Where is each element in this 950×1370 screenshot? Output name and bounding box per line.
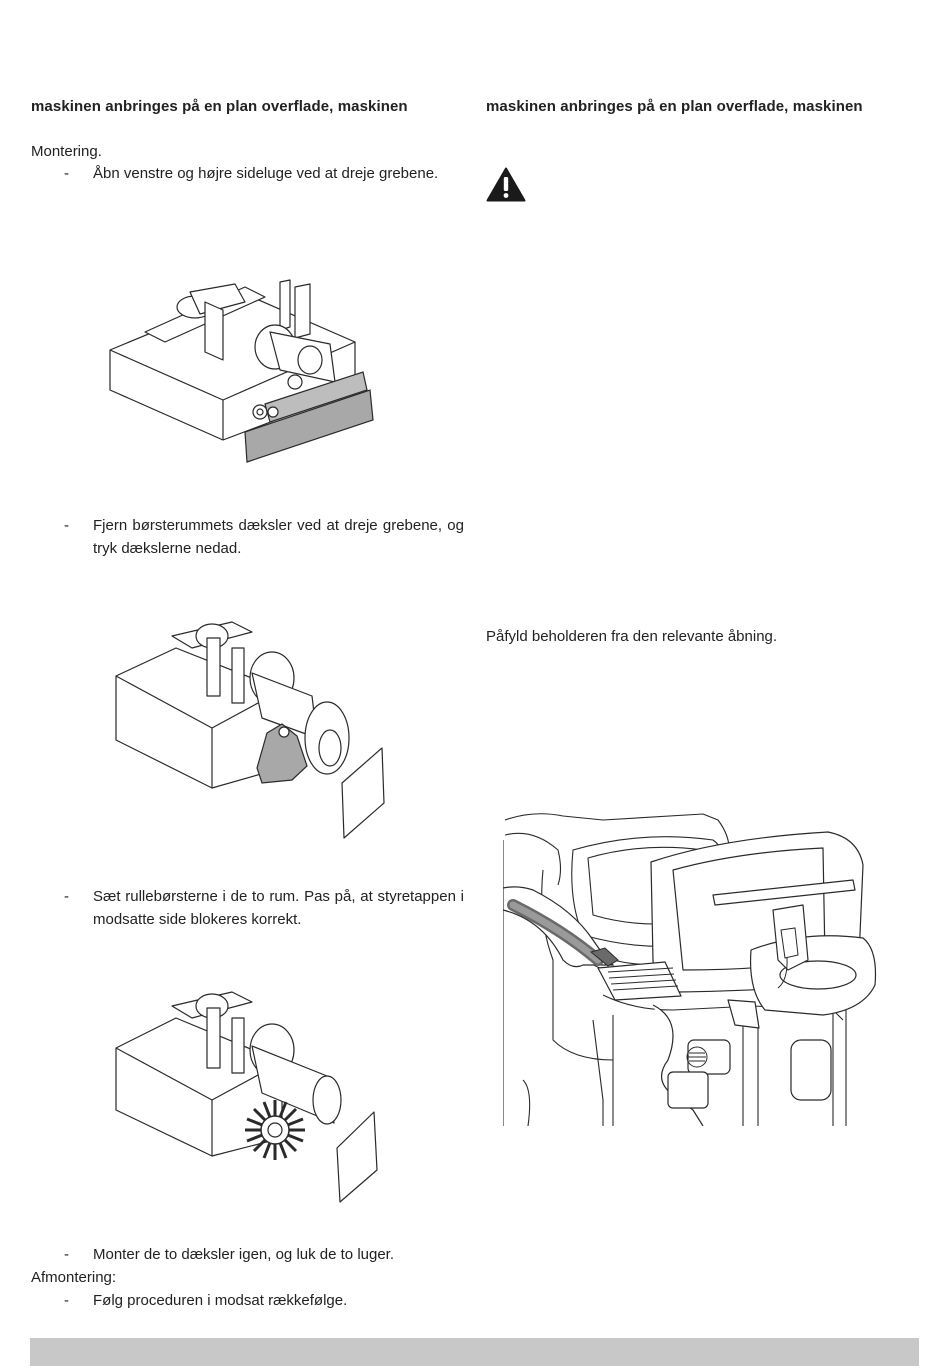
figure-fill-tank-opening <box>503 813 877 1126</box>
step-remove-brush-covers: - Fjern børsterummets dæksler ved at dre… <box>64 514 464 560</box>
step-reverse-procedure: - Følg proceduren i modsat rækkefølge. <box>64 1289 464 1312</box>
left-section-heading: maskinen anbringes på en plan overflade,… <box>31 98 408 115</box>
warning-triangle-icon <box>486 167 526 202</box>
bullet-dash: - <box>64 1246 69 1263</box>
step-text: Monter de to dæksler igen, og luk de to … <box>93 1246 395 1263</box>
bullet-dash: - <box>64 888 69 905</box>
afmontering-label: Afmontering: <box>31 1269 117 1286</box>
step-text: Følg proceduren i modsat rækkefølge. <box>93 1292 348 1309</box>
fill-tank-instruction: Påfyld beholderen fra den relevante åbni… <box>486 628 778 645</box>
montering-label: Montering. <box>31 143 102 160</box>
bullet-dash: - <box>64 517 69 534</box>
bullet-dash: - <box>64 165 69 182</box>
step-text: Åbn venstre og højre sideluge ved at dre… <box>93 165 439 182</box>
step-text: Sæt rullebørsterne i de to rum. Pas på, … <box>93 888 464 928</box>
figure-side-hatch-open <box>109 279 374 463</box>
step-text: Fjern børsterummets dæksler ved at dreje… <box>93 517 464 557</box>
step-open-side-hatches: - Åbn venstre og højre sideluge ved at d… <box>64 162 464 208</box>
bullet-dash: - <box>64 1292 69 1309</box>
step-insert-roller-brushes: - Sæt rullebørsterne i de to rum. Pas på… <box>64 885 464 931</box>
right-section-heading: maskinen anbringes på en plan overflade,… <box>486 98 863 115</box>
step-refit-covers: - Monter de to dæksler igen, og luk de t… <box>64 1243 464 1266</box>
figure-brush-cover-removed <box>115 621 385 839</box>
footer-bar <box>30 1338 919 1366</box>
figure-roller-brush-inserted <box>115 991 378 1203</box>
